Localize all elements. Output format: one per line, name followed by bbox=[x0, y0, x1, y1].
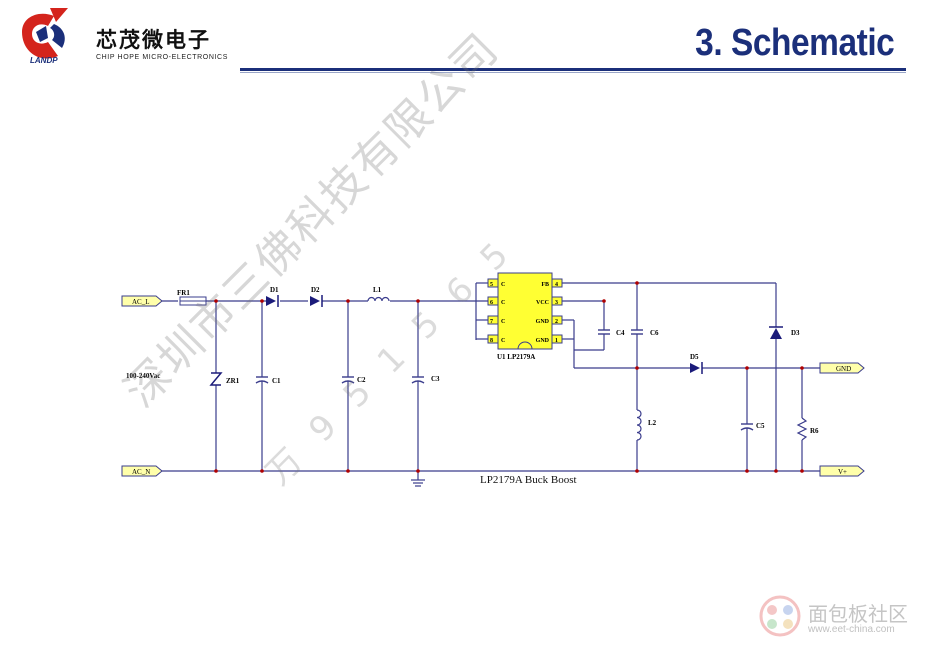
ic-pin-4 bbox=[551, 278, 563, 288]
terminal-gnd: GND bbox=[819, 362, 865, 374]
capacitor-c2: C2 bbox=[341, 376, 366, 384]
title-underline-thin bbox=[240, 72, 906, 73]
terminal-ac-l: AC_L bbox=[121, 295, 163, 307]
ic-pin-5-name: C bbox=[501, 282, 505, 288]
d1-label: D1 bbox=[270, 286, 279, 294]
ic-pin-8 bbox=[487, 334, 499, 344]
ic-pin-5-num: 5 bbox=[490, 282, 493, 288]
c1-label: C1 bbox=[272, 377, 281, 385]
capacitor-c4: C4 bbox=[598, 329, 625, 337]
d2-label: D2 bbox=[311, 286, 320, 294]
c4-label: C4 bbox=[616, 329, 625, 337]
ic-pin-2-num: 2 bbox=[555, 319, 558, 325]
junction-dots bbox=[214, 281, 804, 473]
ic-pin-7-name: C bbox=[501, 319, 505, 325]
terminal-vplus: V+ bbox=[819, 465, 865, 477]
ic-pin-6-num: 6 bbox=[490, 300, 493, 306]
ic-pin-1 bbox=[551, 334, 563, 344]
ic-pin-2 bbox=[551, 315, 563, 325]
logo-brand-text: LANDP bbox=[30, 56, 58, 65]
diode-d5: D5 bbox=[690, 353, 703, 374]
d5-label: D5 bbox=[690, 353, 699, 361]
inductor-l2: L2 bbox=[636, 409, 657, 441]
c5-label: C5 bbox=[756, 422, 765, 430]
inductor-l1: L1 bbox=[367, 286, 390, 302]
site-logo-icon bbox=[759, 595, 801, 637]
l1-label: L1 bbox=[373, 286, 382, 294]
ic-pin-gnd1-name: GND bbox=[536, 338, 550, 344]
terminal-ac-n: AC_N bbox=[121, 465, 163, 477]
ic-u1: 5 6 7 8 C C C C 4 3 2 1 FB VCC GND GND U… bbox=[487, 272, 563, 361]
ic-pin-gnd2-name: GND bbox=[536, 319, 550, 325]
ic-pin-fb-name: FB bbox=[541, 282, 549, 288]
capacitor-c3: C3 bbox=[411, 375, 440, 384]
ic-pin-5 bbox=[487, 278, 499, 288]
terminal-vplus-label: V+ bbox=[838, 468, 847, 476]
site-watermark-url: www.eet-china.com bbox=[808, 624, 895, 635]
l2-label: L2 bbox=[648, 419, 657, 427]
r6-label: R6 bbox=[810, 427, 819, 435]
ic-pin-6 bbox=[487, 296, 499, 306]
diode-d1: D1 bbox=[266, 286, 279, 307]
capacitor-c6: C6 bbox=[631, 329, 659, 337]
landp-logo-icon bbox=[22, 8, 68, 59]
ic-pin-7 bbox=[487, 315, 499, 325]
fuse-fr1: FR1 bbox=[177, 289, 207, 306]
varistor-zr1: ZR1 bbox=[209, 372, 240, 386]
page-title: 3. Schematic bbox=[694, 22, 895, 64]
ic-pin-1-num: 1 bbox=[555, 338, 558, 344]
ic-pin-4-num: 4 bbox=[555, 282, 558, 288]
capacitor-c1: C1 bbox=[255, 376, 281, 385]
zr1-label: ZR1 bbox=[226, 377, 240, 385]
company-name-en: CHIP HOPE MICRO-ELECTRONICS bbox=[96, 54, 228, 61]
c2-label: C2 bbox=[357, 376, 366, 384]
terminal-ac-n-label: AC_N bbox=[132, 468, 150, 476]
ic-pin-7-num: 7 bbox=[490, 319, 493, 325]
diode-d2: D2 bbox=[310, 286, 323, 307]
wires bbox=[160, 282, 820, 480]
capacitor-c5: C5 bbox=[740, 422, 765, 431]
ic-pin-vcc-name: VCC bbox=[536, 300, 549, 306]
ic-pin-8-num: 8 bbox=[490, 338, 493, 344]
company-logo: 芯茂微电子 CHIP HOPE MICRO-ELECTRONICS LANDP bbox=[10, 2, 240, 70]
diode-d3: D3 bbox=[769, 326, 800, 339]
ic-pin-8-name: C bbox=[501, 338, 505, 344]
resistor-r6: R6 bbox=[796, 417, 819, 441]
ic-pin-3-num: 3 bbox=[555, 300, 558, 306]
terminal-gnd-label: GND bbox=[836, 365, 851, 373]
d3-label: D3 bbox=[791, 329, 800, 337]
ic-name-label: U1 LP2179A bbox=[497, 353, 535, 361]
ic-pin-6-name: C bbox=[501, 300, 505, 306]
terminal-ac-l-label: AC_L bbox=[132, 298, 150, 306]
schematic-caption: LP2179A Buck Boost bbox=[480, 474, 577, 486]
title-underline bbox=[240, 68, 906, 71]
fr1-label: FR1 bbox=[177, 289, 190, 297]
ground-symbol bbox=[411, 479, 425, 487]
ic-pin-3 bbox=[551, 296, 563, 306]
c3-label: C3 bbox=[431, 375, 440, 383]
site-watermark-name: 面包板社区 bbox=[808, 602, 908, 626]
company-name-cn: 芯茂微电子 bbox=[96, 28, 211, 52]
c6-label: C6 bbox=[650, 329, 659, 337]
input-voltage-label: 100-240Vac bbox=[126, 372, 160, 380]
